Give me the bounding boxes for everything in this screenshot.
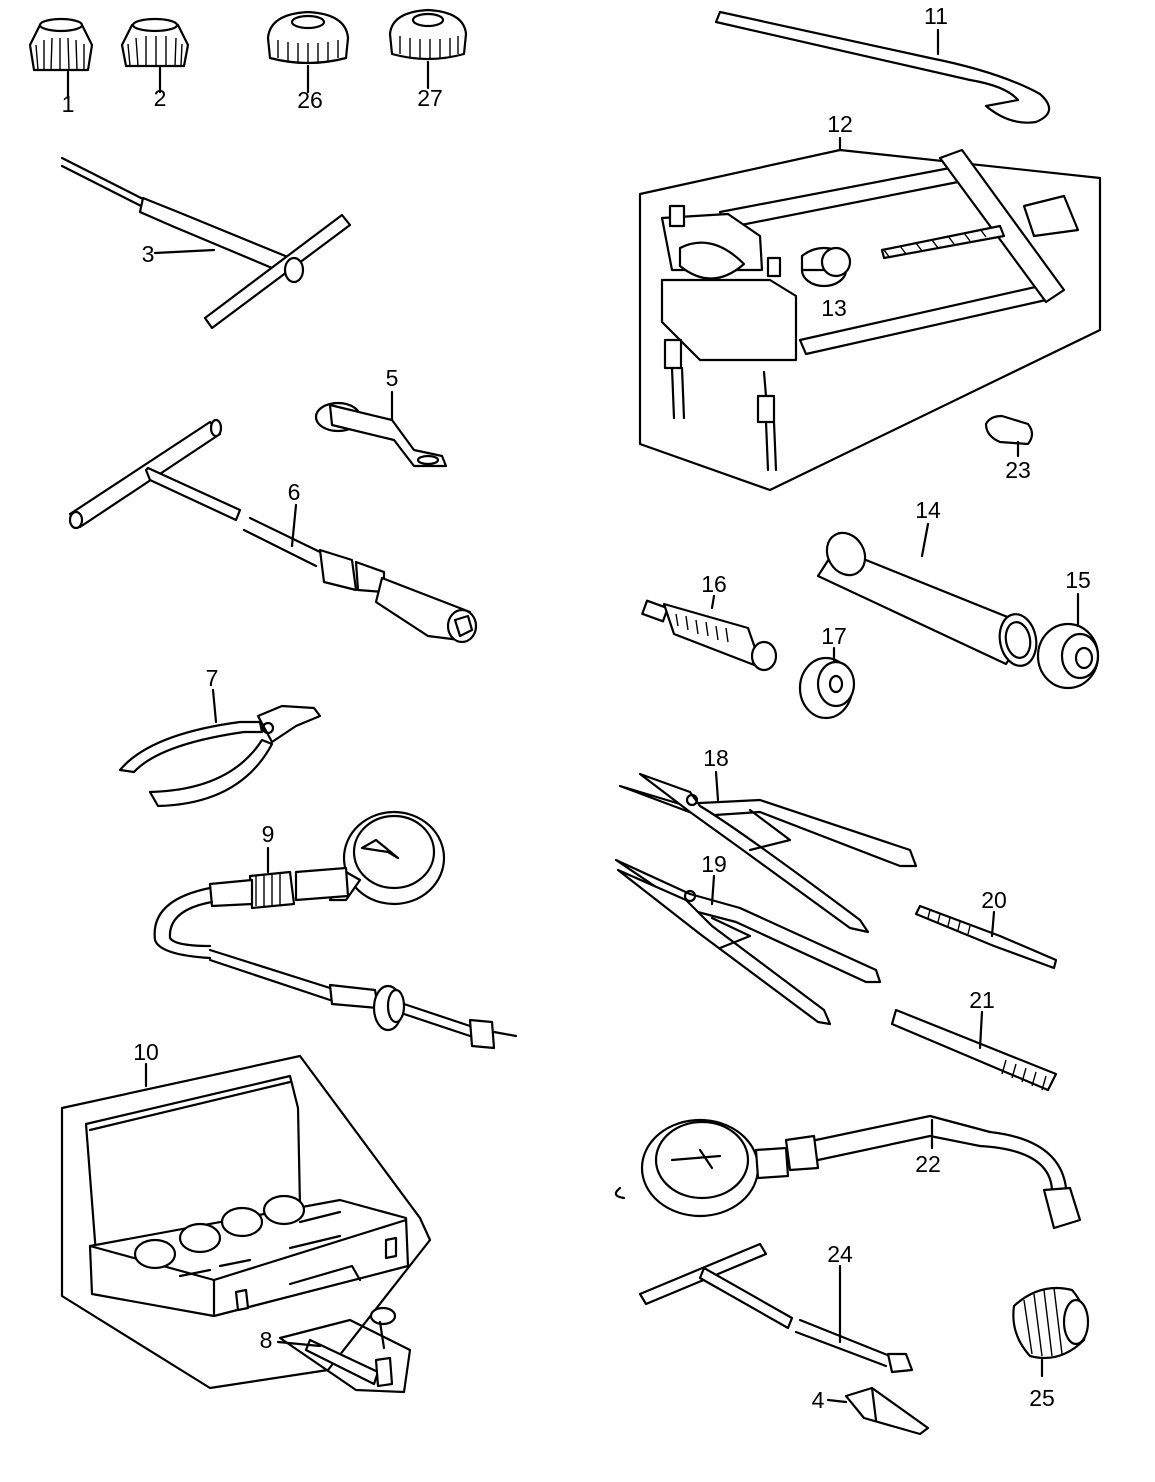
part-15-sleeve <box>1036 592 1100 690</box>
label-7: 7 <box>206 665 219 691</box>
label-9: 9 <box>262 821 275 847</box>
part-5-spanner <box>314 390 448 468</box>
part-22-gauge <box>614 1114 1082 1230</box>
part-14-tube <box>816 522 1038 667</box>
part-6-socket-tool <box>68 418 478 644</box>
label-11: 11 <box>924 3 948 29</box>
part-13-adapter <box>800 246 852 288</box>
part-8-adapters <box>276 1306 412 1394</box>
label-13: 13 <box>821 295 847 321</box>
label-3: 3 <box>142 241 155 267</box>
part-4-tip <box>826 1386 930 1436</box>
part-18-snap-ring-pliers <box>618 770 918 934</box>
part-9-gauge <box>153 810 518 1050</box>
label-2: 2 <box>154 85 167 111</box>
part-19-snap-ring-pliers <box>614 858 882 1026</box>
part-27-cap <box>388 8 468 90</box>
part-12-puller <box>638 136 1102 492</box>
label-5: 5 <box>386 365 399 391</box>
part-2-bearing-race <box>120 17 190 94</box>
part-7-pliers <box>118 688 322 808</box>
label-1: 1 <box>62 91 75 117</box>
part-26-cap <box>266 10 350 94</box>
label-21: 21 <box>969 987 995 1013</box>
label-25: 25 <box>1029 1385 1055 1411</box>
label-6: 6 <box>288 479 301 505</box>
label-20: 20 <box>981 887 1007 913</box>
part-20-punch <box>914 904 1058 970</box>
part-16-punch <box>641 594 778 672</box>
label-17: 17 <box>821 623 847 649</box>
part-10-case <box>60 1054 432 1390</box>
part-3-t-handle <box>60 156 352 330</box>
label-16: 16 <box>701 571 727 597</box>
label-27: 27 <box>417 85 443 111</box>
label-8: 8 <box>260 1327 273 1353</box>
label-14: 14 <box>915 497 941 523</box>
label-19: 19 <box>701 851 727 877</box>
part-1-bearing-race <box>28 17 94 100</box>
label-24: 24 <box>827 1241 853 1267</box>
part-25-knurled-nut <box>1012 1286 1090 1378</box>
label-12: 12 <box>827 111 853 137</box>
label-18: 18 <box>703 745 729 771</box>
label-26: 26 <box>297 87 323 113</box>
part-23-cap <box>984 414 1034 458</box>
label-10: 10 <box>133 1039 159 1065</box>
part-24-t-handle <box>638 1242 914 1374</box>
part-11-hook-wrench <box>714 10 1051 124</box>
part-21-drift <box>890 1008 1058 1092</box>
part-17-bushing <box>798 646 856 720</box>
label-15: 15 <box>1065 567 1091 593</box>
label-4: 4 <box>812 1387 825 1413</box>
label-22: 22 <box>915 1151 941 1177</box>
label-23: 23 <box>1005 457 1031 483</box>
